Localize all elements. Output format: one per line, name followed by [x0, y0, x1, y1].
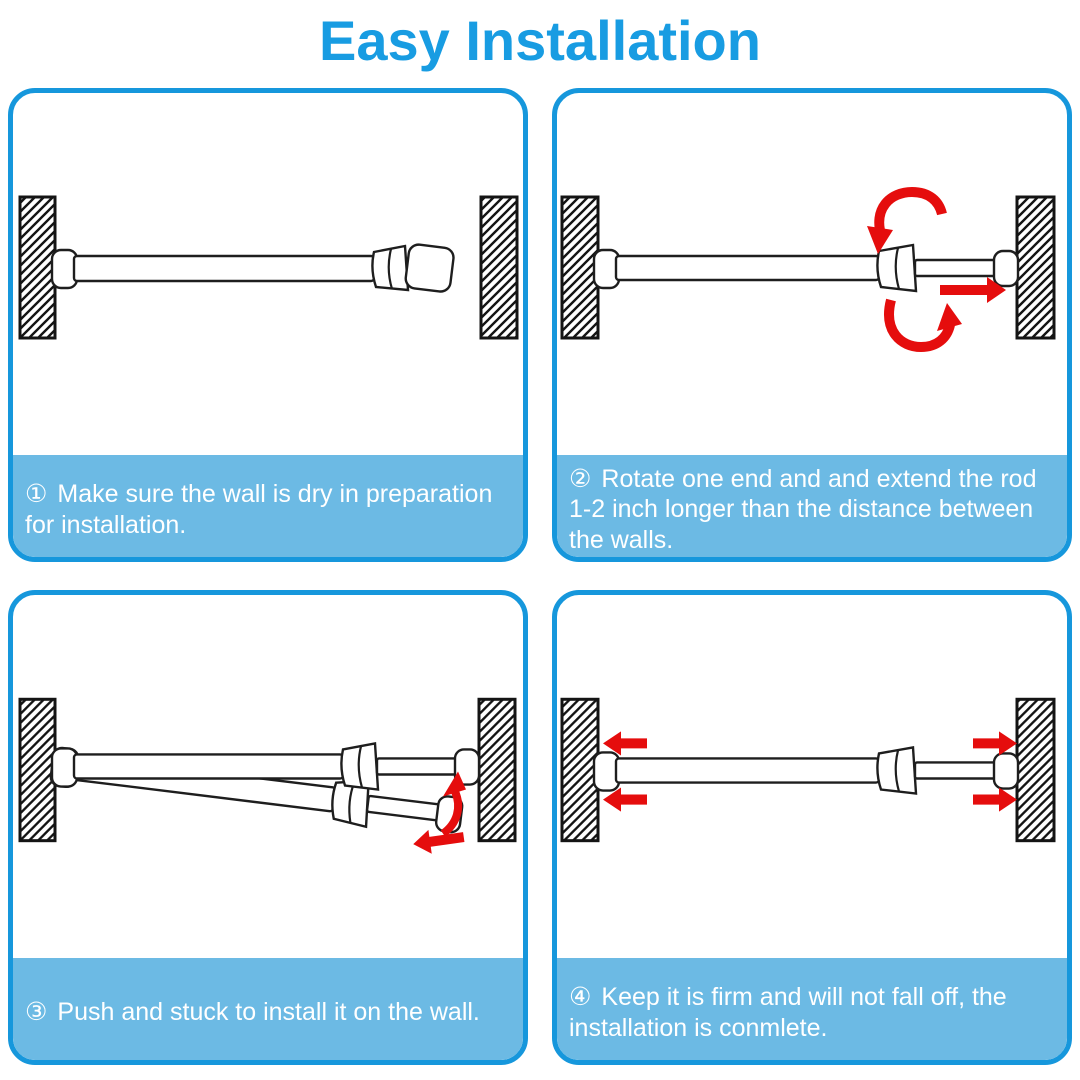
left-wall: [560, 697, 600, 843]
left-wall: [18, 697, 57, 843]
illustration-step-2: [557, 93, 1067, 455]
pressure-arrow-right-bottom: [973, 787, 1017, 812]
rod-thin-tube: [913, 258, 998, 278]
step-2-text: Rotate one end and and extend the rod 1-…: [569, 464, 1037, 554]
right-wall: [479, 195, 519, 340]
step-4-text: Keep it is firm and will not fall off, t…: [569, 983, 1007, 1042]
panel-step-3: ③ Push and stuck to install it on the wal…: [8, 590, 528, 1065]
left-wall: [560, 195, 600, 340]
rod-right-cap: [992, 752, 1020, 790]
swing-up-arrow: [440, 771, 466, 837]
step-1-number: ①: [25, 480, 48, 508]
rod-collar-seam: [357, 746, 364, 788]
illustration-step-1: [13, 93, 523, 455]
pressure-arrow-left-bottom: [603, 787, 647, 812]
rod-collar-seam: [387, 248, 394, 290]
right-wall: [1015, 697, 1056, 843]
rod-tube: [614, 254, 881, 282]
right-wall: [477, 697, 517, 843]
rod-collar-seam: [894, 247, 901, 290]
left-wall: [18, 195, 57, 340]
tension-rod: [592, 746, 1020, 795]
rod-right-cap: [992, 249, 1020, 288]
rotate-arrow-bottom: [884, 298, 962, 353]
page-title: Easy Installation: [319, 9, 761, 72]
tension-rod-horizontal: [50, 741, 481, 791]
push-arrow-left: [413, 829, 465, 854]
rod-collar-seam: [894, 750, 901, 792]
step-2-number: ②: [569, 464, 592, 493]
rod-thin-tube: [913, 761, 998, 780]
rod-collar: [371, 244, 410, 292]
rod-tube: [72, 254, 376, 283]
rod-right-cap: [453, 748, 481, 786]
caption-step-3: ③ Push and stuck to install it on the wal…: [13, 958, 523, 1060]
rod-tube: [614, 757, 881, 784]
rod-thin-tube: [375, 757, 459, 776]
tension-rod: [50, 243, 455, 293]
pressure-arrow-right-top: [973, 731, 1017, 756]
right-wall: [1015, 195, 1056, 340]
illustration-step-3: [13, 595, 523, 958]
step-4-number: ④: [569, 983, 592, 1011]
rotate-arrow-top: [867, 186, 947, 254]
tension-rod: [592, 243, 1020, 293]
pressure-arrow-left-top: [603, 731, 647, 756]
step-3-text: Push and stuck to install it on the wall…: [57, 998, 480, 1027]
step-3-number: ③: [25, 998, 48, 1027]
illustration-step-4: [557, 595, 1067, 958]
rod-tube: [72, 753, 345, 780]
rod-end-cap: [404, 243, 455, 293]
rod-thin-tube: [365, 794, 442, 822]
step-1-text: Make sure the wall is dry in preparation…: [25, 480, 493, 539]
extend-arrow-right: [940, 277, 1006, 303]
